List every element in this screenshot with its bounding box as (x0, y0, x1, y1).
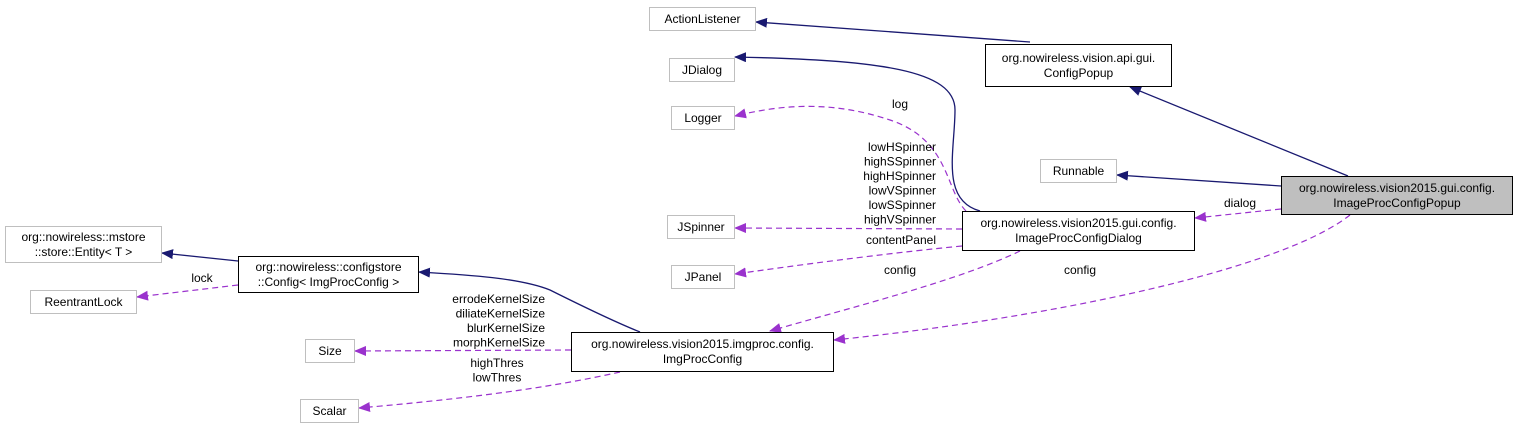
edge-label-line: highHSpinner (863, 169, 936, 183)
edge-label-lock: lock (191, 271, 213, 285)
edge-label-dialog: dialog (1224, 196, 1256, 210)
class-node-image-proc-config-dialog[interactable]: org.nowireless.vision2015.gui.config.Ima… (962, 211, 1195, 251)
edge-label-line: log (892, 97, 908, 111)
edge-label-line: morphKernelSize (453, 336, 545, 350)
class-name-line: JDialog (681, 62, 723, 77)
class-name-line: ::store::Entity< T > (34, 244, 133, 259)
class-name-line: ImgProcConfig (662, 352, 743, 366)
edge-popup-to-imgprocconfig (833, 214, 1351, 344)
edge-label-line: lowSSpinner (869, 198, 936, 212)
class-name-line: Size (318, 343, 342, 358)
edge-label-line: errodeKernelSize (452, 292, 545, 306)
edge-label-log: log (892, 97, 908, 111)
edge-dialog-to-jspinner (734, 223, 963, 234)
edge-label-line: lowHSpinner (868, 140, 936, 154)
edge-imgprocconfig-to-configstore (418, 267, 641, 333)
class-node-jdialog[interactable]: JDialog (669, 58, 735, 82)
edge-label-line: lock (191, 271, 213, 285)
class-name-line: Scalar (312, 403, 347, 418)
edge-label-line: highSSpinner (864, 155, 936, 169)
edge-label-line: highVSpinner (864, 213, 936, 227)
edge-configstore-to-reentrantlock (136, 284, 239, 301)
edge-label-line: contentPanel (866, 233, 936, 247)
edge-label-line: config (1064, 263, 1096, 277)
class-node-config-popup[interactable]: org.nowireless.vision.api.gui.ConfigPopu… (985, 44, 1172, 87)
edge-dialog-to-logger (734, 105, 967, 212)
class-node-image-proc-config-popup[interactable]: org.nowireless.vision2015.gui.config.Ima… (1281, 176, 1513, 215)
edge-imgprocconfig-to-size (354, 345, 572, 356)
edge-dialog-to-jpanel (734, 245, 963, 278)
edge-label-content-panel: contentPanel (866, 233, 936, 247)
class-node-scalar[interactable]: Scalar (300, 399, 359, 423)
class-name-line: org.nowireless.vision.api.gui. (1001, 50, 1156, 65)
class-node-jpanel[interactable]: JPanel (671, 265, 735, 289)
edge-dialog-to-imgprocconfig (769, 250, 1021, 333)
edge-label-line: blurKernelSize (467, 321, 545, 335)
edge-label-line: lowVSpinner (869, 184, 936, 198)
edge-popup-to-dialog (1194, 208, 1282, 222)
edge-label-sizes: errodeKernelSizediliateKernelSizeblurKer… (452, 292, 545, 350)
edge-label-line: lowThres (473, 371, 522, 385)
class-name-line: JPanel (684, 269, 722, 284)
edge-label-line: highThres (470, 356, 523, 370)
edge-imgprocconfig-to-scalar (358, 371, 621, 413)
class-name-line: org.nowireless.vision2015.gui.config. (980, 216, 1177, 230)
edge-configpopup-to-jdialog (734, 52, 981, 212)
class-name-line: Runnable (1052, 163, 1105, 178)
class-node-reentrant-lock[interactable]: ReentrantLock (30, 290, 137, 314)
class-name-line: ImageProcConfigPopup (1333, 195, 1461, 210)
edge-label-line: dialog (1224, 196, 1256, 210)
edge-popup-to-configpopup (1129, 86, 1349, 177)
class-name-line: ReentrantLock (44, 294, 123, 309)
edge-label-line: diliateKernelSize (456, 307, 546, 321)
class-node-configstore-config[interactable]: org::nowireless::configstore::Config< Im… (238, 256, 419, 293)
class-node-jspinner[interactable]: JSpinner (667, 215, 735, 239)
class-node-img-proc-config[interactable]: org.nowireless.vision2015.imgproc.config… (571, 332, 834, 372)
class-name-line: ConfigPopup (1043, 65, 1114, 80)
class-name-line: org.nowireless.vision2015.imgproc.config… (591, 337, 814, 351)
class-name-line: ActionListener (664, 11, 741, 26)
edge-popup-to-runnable (1116, 170, 1282, 187)
class-node-runnable[interactable]: Runnable (1040, 159, 1117, 183)
class-name-line: org::nowireless::configstore (255, 259, 402, 274)
class-name-line: JSpinner (677, 219, 725, 234)
edge-label-line: config (884, 263, 916, 277)
class-name-line: org.nowireless.vision2015.gui.config. (1298, 180, 1496, 195)
class-name-line: ::Config< ImgProcConfig > (257, 274, 400, 289)
class-node-entity[interactable]: org::nowireless::mstore::store::Entity< … (5, 226, 162, 263)
class-node-action-listener[interactable]: ActionListener (649, 7, 756, 31)
edge-label-spinners: lowHSpinnerhighSSpinnerhighHSpinnerlowVS… (863, 140, 936, 227)
class-node-logger[interactable]: Logger (671, 106, 735, 130)
class-name-line: org::nowireless::mstore (21, 229, 146, 244)
class-name-line: ImageProcConfigDialog (1015, 231, 1142, 245)
class-node-size[interactable]: Size (305, 339, 355, 363)
edge-configpopup-to-actionlistener (755, 17, 1031, 43)
class-name-line: Logger (684, 110, 722, 125)
edge-label-config-dialog: config (884, 263, 916, 277)
edge-configstore-to-entity (161, 249, 239, 262)
edge-label-config-popup: config (1064, 263, 1096, 277)
